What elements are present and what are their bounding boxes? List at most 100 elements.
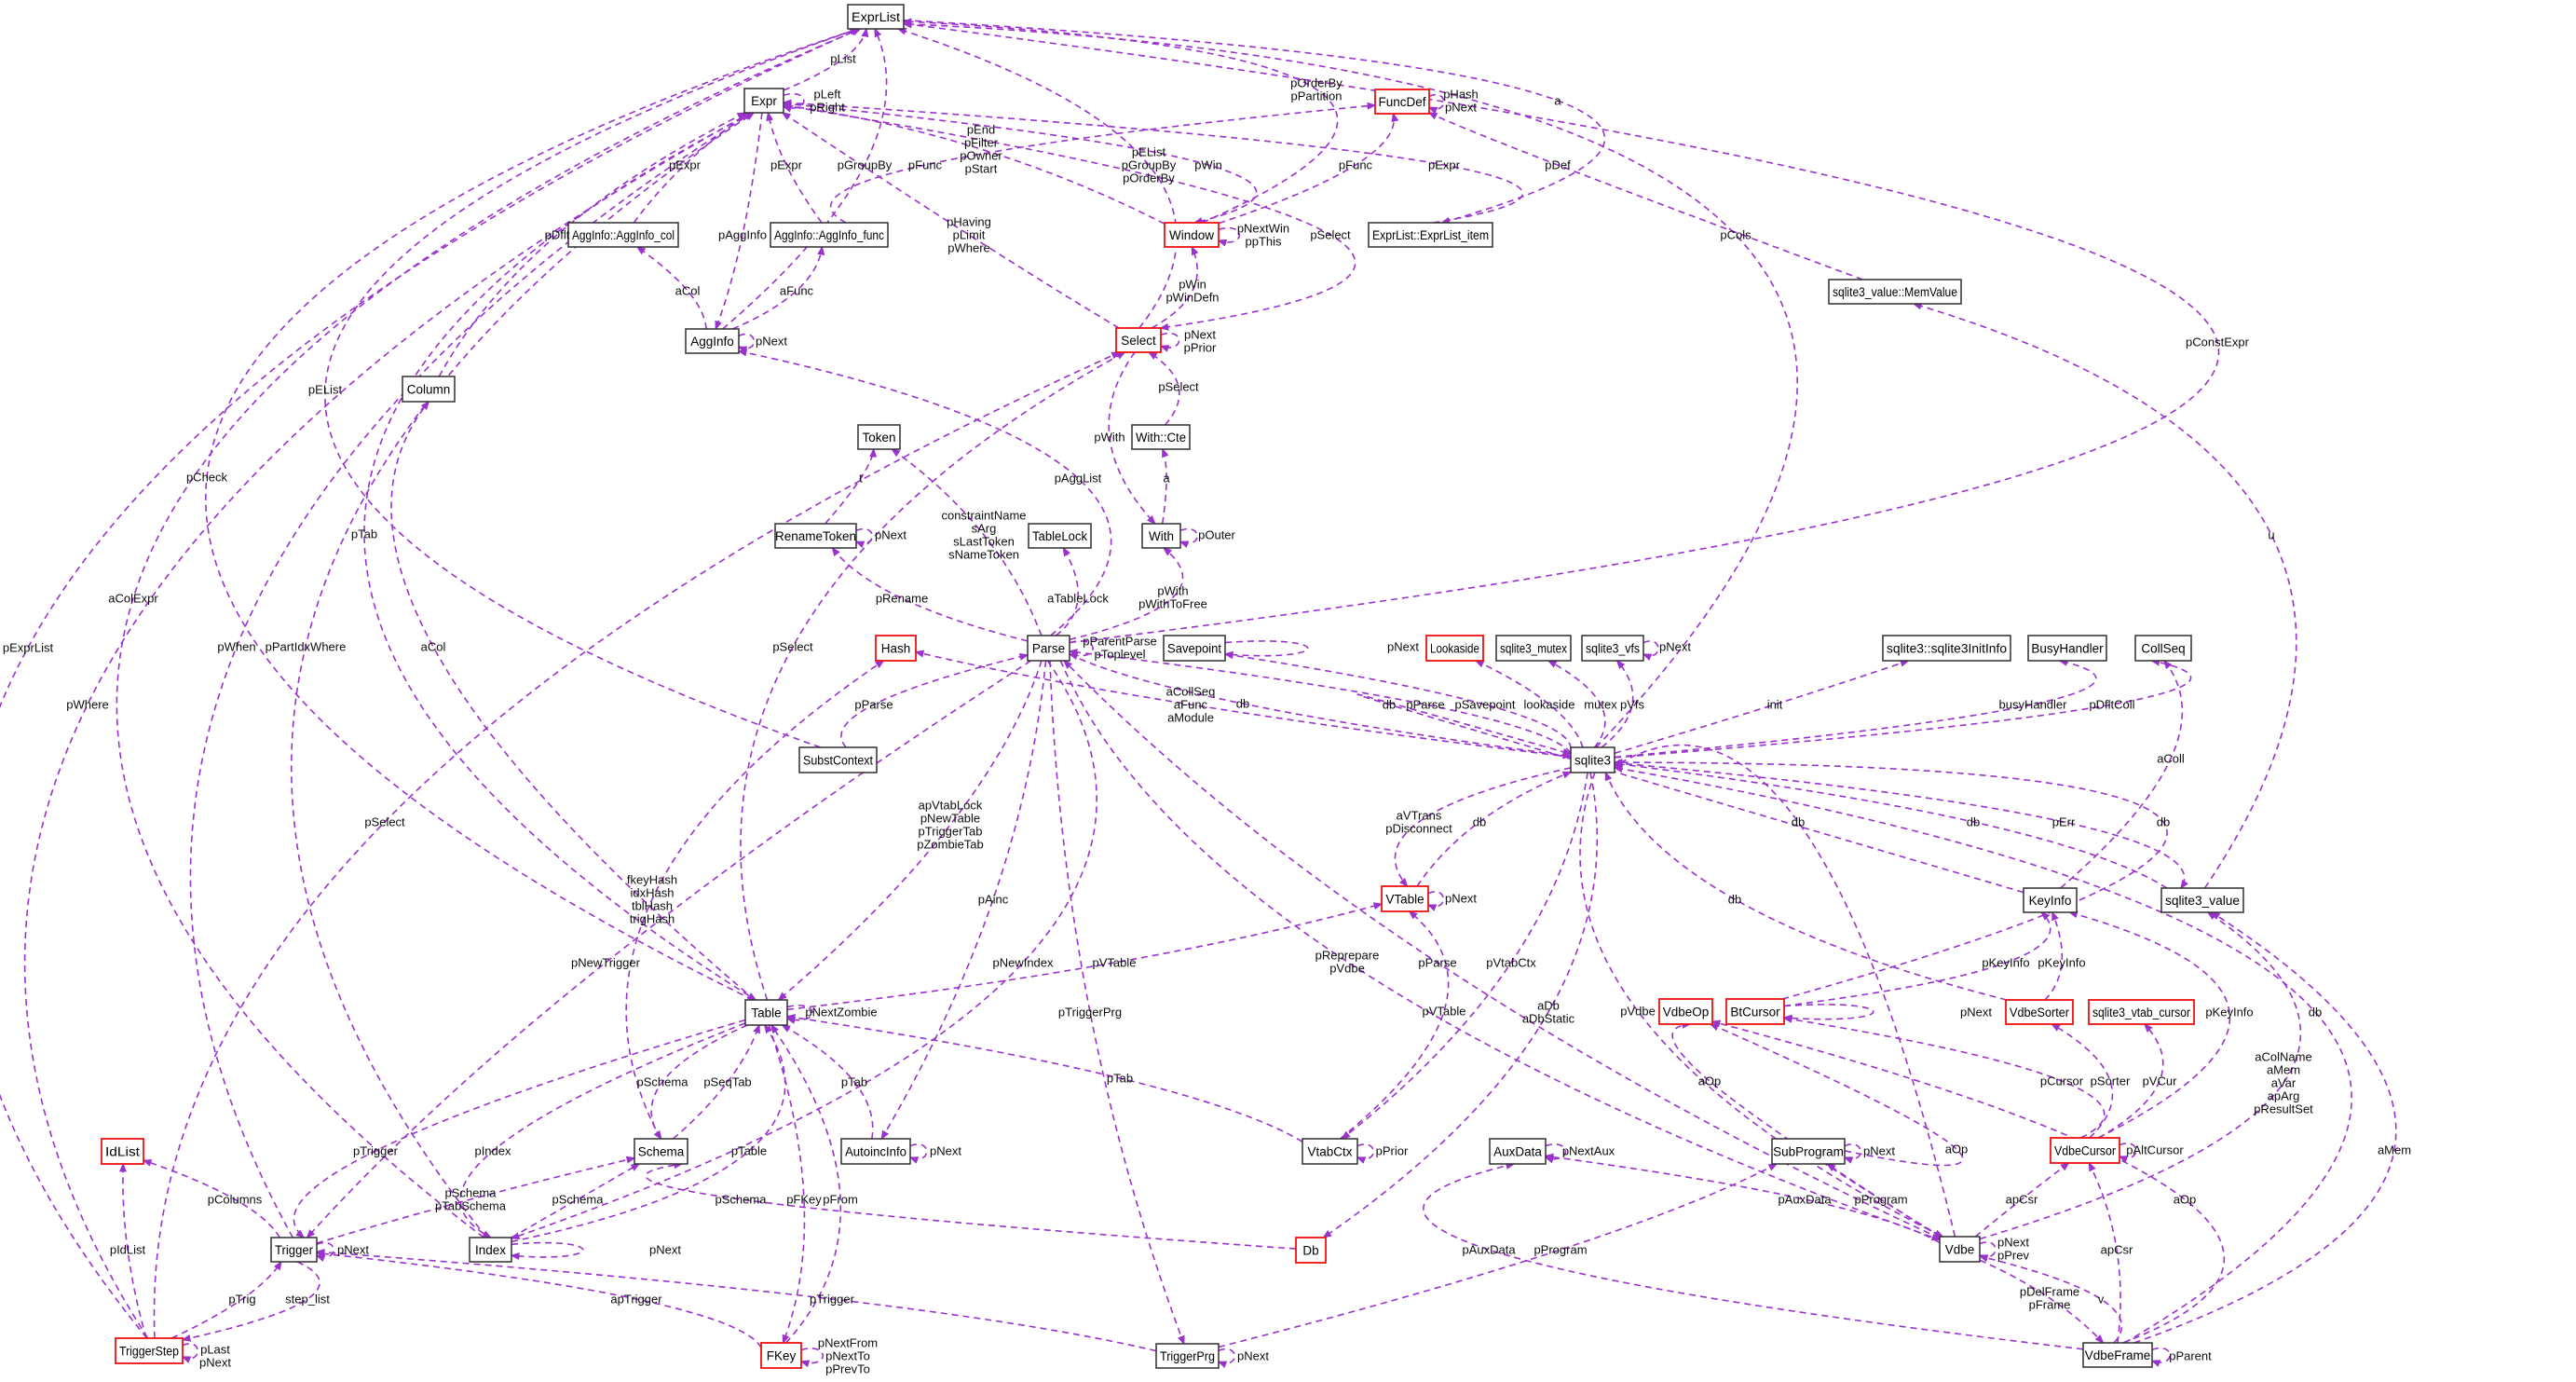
node-sqlite3[interactable]: sqlite3 xyxy=(1570,746,1615,773)
node-Lookaside[interactable]: Lookaside xyxy=(1425,635,1484,662)
edge-Trigger-Expr xyxy=(189,112,754,1238)
edge-VdbeCursor-VdbeCursor xyxy=(2118,1143,2137,1163)
node-BusyHandler[interactable]: BusyHandler xyxy=(2027,635,2107,662)
node-box xyxy=(1374,89,1430,115)
node-Token[interactable]: Token xyxy=(857,424,901,450)
node-label: BusyHandler xyxy=(2031,641,2104,655)
node-Schema[interactable]: Schema xyxy=(634,1138,688,1165)
edge-label: pIndex xyxy=(474,1144,511,1158)
node-AggInfo_func[interactable]: AggInfo::AggInfo_func xyxy=(770,222,889,248)
node-VdbeSorter[interactable]: VdbeSorter xyxy=(2005,999,2074,1025)
edge-label: pVTable xyxy=(1423,1005,1466,1019)
node-box xyxy=(1771,1138,1846,1165)
node-AuxData[interactable]: AuxData xyxy=(1489,1138,1547,1165)
node-Parse[interactable]: Parse xyxy=(1027,635,1070,662)
node-With_Cte[interactable]: With::Cte xyxy=(1131,424,1191,450)
node-AggInfo[interactable]: AggInfo xyxy=(685,328,740,354)
edge-label: pSelect xyxy=(1158,380,1199,394)
node-IdList[interactable]: IdList xyxy=(101,1138,144,1165)
node-sqlite3_mutex[interactable]: sqlite3_mutex xyxy=(1495,635,1572,662)
node-TableLock[interactable]: TableLock xyxy=(1028,523,1092,549)
node-Hash[interactable]: Hash xyxy=(875,635,917,662)
edge-label: lookaside xyxy=(1524,698,1575,712)
edge-AggInfo-AggInfo_col xyxy=(635,246,707,330)
node-label: SubstContext xyxy=(803,753,873,767)
edge-sqlite3-VTable xyxy=(1394,767,1572,888)
node-KeyInfo[interactable]: KeyInfo xyxy=(2023,887,2078,913)
edge-VdbeFrame-VdbeOp xyxy=(1711,1019,2226,1344)
node-Expr[interactable]: Expr xyxy=(743,88,784,114)
node-VdbeOp[interactable]: VdbeOp xyxy=(1658,998,1713,1025)
edge-label: db xyxy=(1236,697,1249,711)
edge-label: pFKey xyxy=(786,1193,822,1207)
node-ExprList_item[interactable]: ExprList::ExprList_item xyxy=(1368,222,1493,248)
edge-label: pCursor xyxy=(2040,1074,2084,1088)
edge-Table-FKey xyxy=(768,1024,806,1345)
node-AggInfo_col[interactable]: AggInfo::AggInfo_col xyxy=(567,222,679,248)
edge-label: pNext xyxy=(1960,1006,1992,1019)
node-TriggerStep[interactable]: TriggerStep xyxy=(115,1337,184,1364)
node-label: VtabCtx xyxy=(1307,1144,1352,1158)
node-Select[interactable]: Select xyxy=(1115,327,1162,353)
node-With[interactable]: With xyxy=(1141,523,1181,549)
node-sqlite3_vfs[interactable]: sqlite3_vfs xyxy=(1581,635,1644,662)
node-label: Expr xyxy=(751,94,777,108)
edge-VdbeFrame-sqlite3_value xyxy=(2133,911,2397,1344)
edge-RenameToken-RenameToken xyxy=(854,527,873,549)
edge-TriggerStep-Trigger xyxy=(170,1260,282,1339)
node-box xyxy=(1489,1138,1547,1165)
edge-Parse-sqlite3 xyxy=(1069,653,1573,759)
edge-label: pDflt xyxy=(545,228,570,242)
node-sqlite3_value[interactable]: sqlite3_value xyxy=(2160,887,2244,913)
node-Db[interactable]: Db xyxy=(1295,1237,1327,1264)
edge-label: pTriggerPrg xyxy=(1058,1006,1122,1019)
edge-label: pVdbe xyxy=(1620,1005,1656,1019)
edge-FKey-Trigger xyxy=(315,1250,762,1348)
edge-VtabCtx-VTable xyxy=(1339,910,1450,1140)
node-FuncDef[interactable]: FuncDef xyxy=(1374,89,1430,115)
node-Index[interactable]: Index xyxy=(469,1237,512,1263)
node-TriggerPrg[interactable]: TriggerPrg xyxy=(1155,1343,1220,1369)
edge-label: db xyxy=(1792,815,1805,829)
node-FKey[interactable]: FKey xyxy=(760,1342,802,1369)
node-VtabCtx[interactable]: VtabCtx xyxy=(1302,1138,1358,1165)
edge-label: aCol xyxy=(421,640,446,654)
node-BtCursor[interactable]: BtCursor xyxy=(1725,998,1785,1025)
node-ExprList[interactable]: ExprList xyxy=(847,4,905,30)
node-Savepoint[interactable]: Savepoint xyxy=(1163,635,1226,662)
node-Window[interactable]: Window xyxy=(1164,222,1220,248)
edge-AggInfo-AggInfo xyxy=(737,333,755,354)
edge-label: pKeyInfo xyxy=(1982,956,2029,970)
node-VdbeCursor[interactable]: VdbeCursor xyxy=(2050,1137,2120,1164)
node-AutoincInfo[interactable]: AutoincInfo xyxy=(840,1138,911,1165)
node-label: KeyInfo xyxy=(2029,894,2072,908)
node-box xyxy=(857,424,901,450)
edge-label: pSchema xyxy=(716,1193,768,1207)
edge-Schema-Hash xyxy=(625,660,885,1140)
edge-label: pProgram xyxy=(1533,1243,1587,1257)
edge-sqlite3-CollSeq xyxy=(1614,658,2192,759)
node-label: sqlite3_value::MemValue xyxy=(1833,285,1957,299)
node-CollSeq[interactable]: CollSeq xyxy=(2134,635,2192,662)
node-box xyxy=(1141,523,1181,549)
edge-Expr-Table xyxy=(363,112,757,1001)
node-SubstContext[interactable]: SubstContext xyxy=(798,746,878,773)
node-SubProgram[interactable]: SubProgram xyxy=(1771,1138,1846,1165)
node-MemValue[interactable]: sqlite3_value::MemValue xyxy=(1828,279,1962,305)
edge-label: pExpr xyxy=(669,158,702,172)
node-box xyxy=(847,4,905,30)
node-Vdbe[interactable]: Vdbe xyxy=(1939,1236,1981,1263)
node-RenameToken[interactable]: RenameToken xyxy=(774,523,857,549)
node-vtab_cursor[interactable]: sqlite3_vtab_cursor xyxy=(2088,999,2195,1025)
node-Column[interactable]: Column xyxy=(402,376,456,403)
edge-KeyInfo-CollSeq xyxy=(2060,659,2184,889)
node-VdbeFrame[interactable]: VdbeFrame xyxy=(2082,1342,2153,1368)
node-Trigger[interactable]: Trigger xyxy=(270,1237,318,1263)
node-InitInfo[interactable]: sqlite3::sqlite3InitInfo xyxy=(1882,635,2011,662)
node-VTable[interactable]: VTable xyxy=(1381,885,1429,912)
node-Table[interactable]: Table xyxy=(744,999,788,1026)
